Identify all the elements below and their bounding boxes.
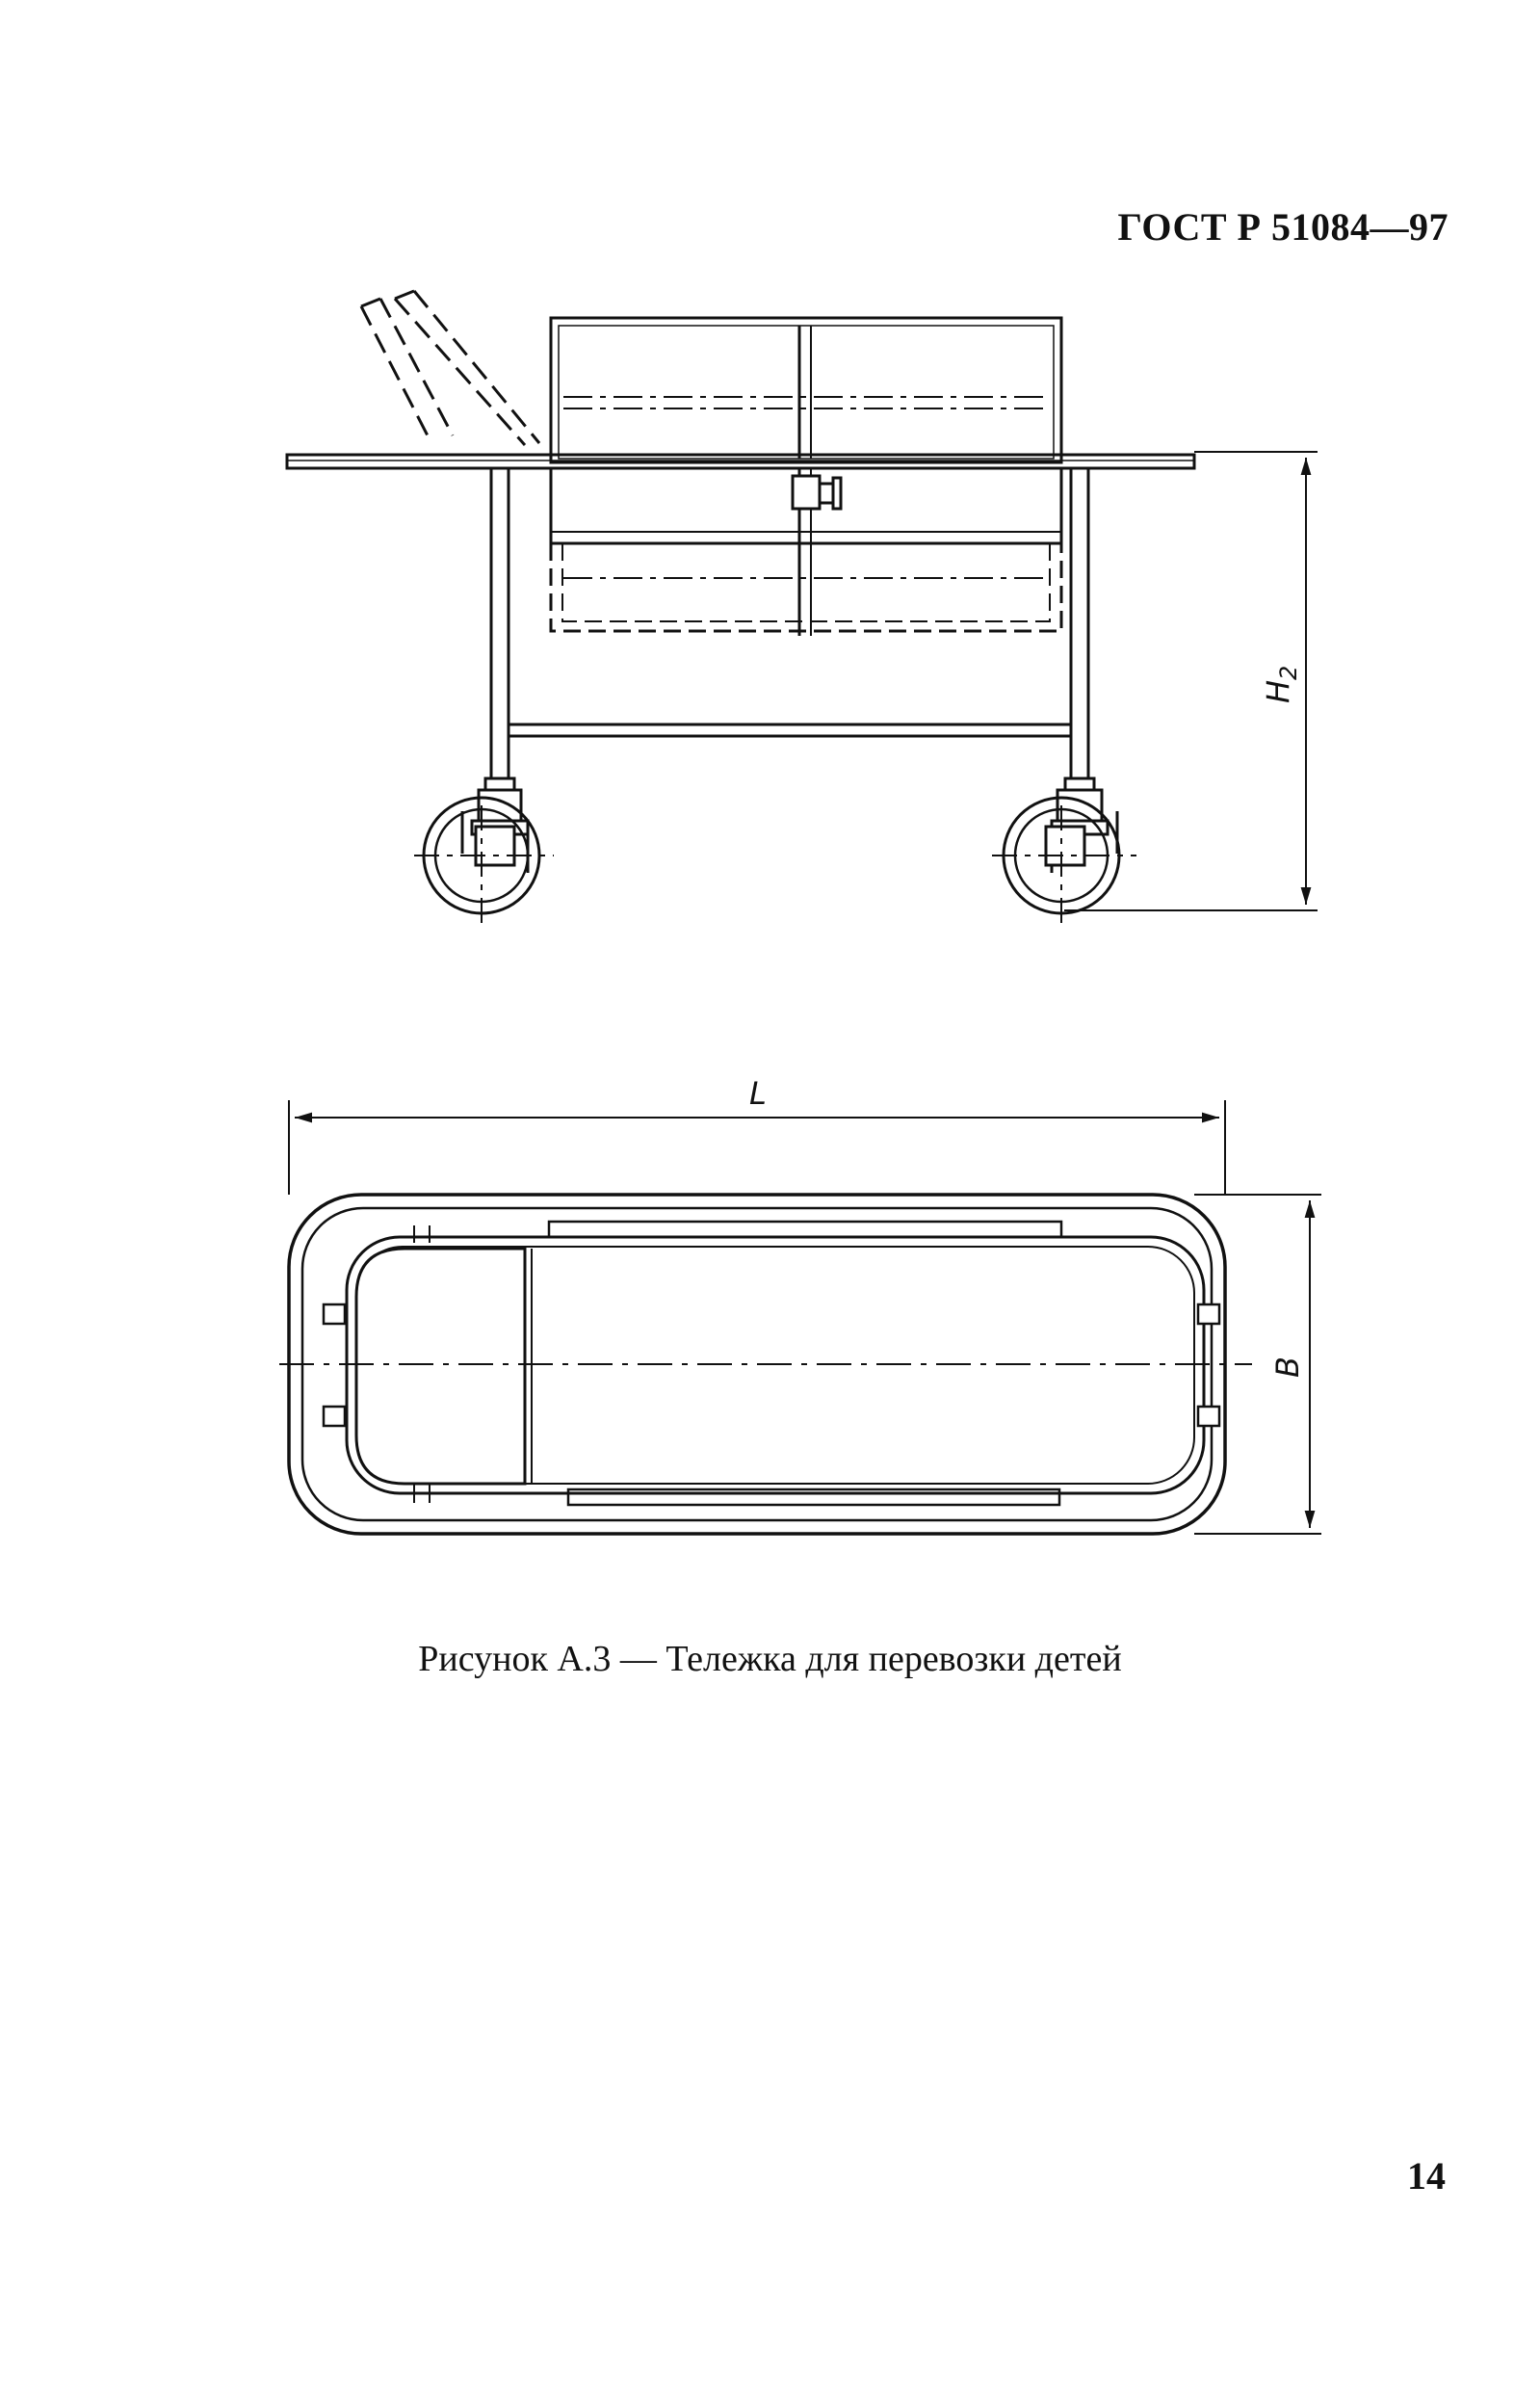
- headrest-panel: [354, 1247, 533, 1486]
- side-rails-top: [413, 1220, 1063, 1507]
- document-code: ГОСТ Р 51084—97: [1117, 205, 1449, 249]
- side-view: [285, 289, 1318, 925]
- left-caster: [414, 777, 554, 925]
- technical-drawing: H2: [279, 289, 1321, 1536]
- height-dimension: [1064, 451, 1318, 911]
- legs: [489, 466, 1090, 780]
- width-dimension-label: B: [1269, 1356, 1306, 1378]
- rail-latch: [791, 474, 843, 511]
- right-caster: [992, 777, 1136, 925]
- side-rail-upper: [549, 316, 1063, 464]
- length-dimension: [288, 1100, 1226, 1195]
- width-dimension: [1194, 1194, 1321, 1535]
- raised-backrest: [359, 289, 541, 446]
- height-dimension-label: H2: [1260, 666, 1302, 703]
- page-number: 14: [1407, 2154, 1446, 2198]
- figure-caption: Рисунок А.3 — Тележка для перевозки дете…: [418, 1639, 1122, 1679]
- length-dimension-label: L: [749, 1075, 767, 1112]
- top-view: [279, 1100, 1321, 1536]
- end-clamps: [322, 1303, 1221, 1428]
